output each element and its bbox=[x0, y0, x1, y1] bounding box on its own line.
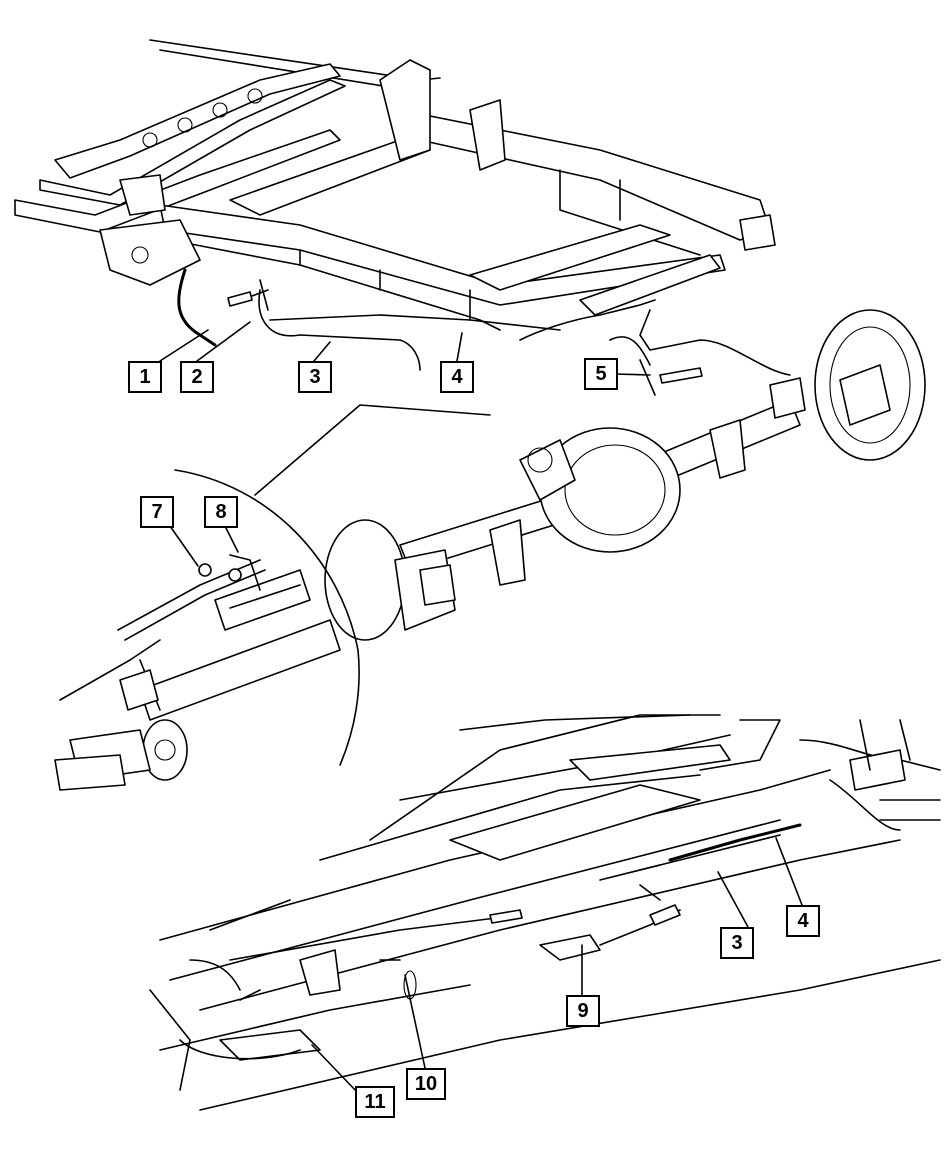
leader-lines bbox=[159, 321, 803, 1094]
callout-3-top: 3 bbox=[298, 361, 332, 393]
callout-8: 8 bbox=[204, 496, 238, 528]
callout-10: 10 bbox=[406, 1068, 446, 1100]
callout-1: 1 bbox=[128, 361, 162, 393]
rear-axle-illustration bbox=[254, 309, 926, 641]
callout-7: 7 bbox=[140, 496, 174, 528]
callout-5: 5 bbox=[584, 358, 618, 390]
detail-view-illustration bbox=[54, 469, 360, 791]
callout-2: 2 bbox=[180, 361, 214, 393]
callout-4-top: 4 bbox=[440, 361, 474, 393]
underbody-illustration bbox=[149, 714, 941, 1111]
callout-3-bottom: 3 bbox=[720, 927, 754, 959]
callout-11: 11 bbox=[355, 1086, 395, 1118]
callout-9: 9 bbox=[566, 995, 600, 1027]
callout-4-bottom: 4 bbox=[786, 905, 820, 937]
frame-assembly-illustration bbox=[14, 39, 776, 371]
